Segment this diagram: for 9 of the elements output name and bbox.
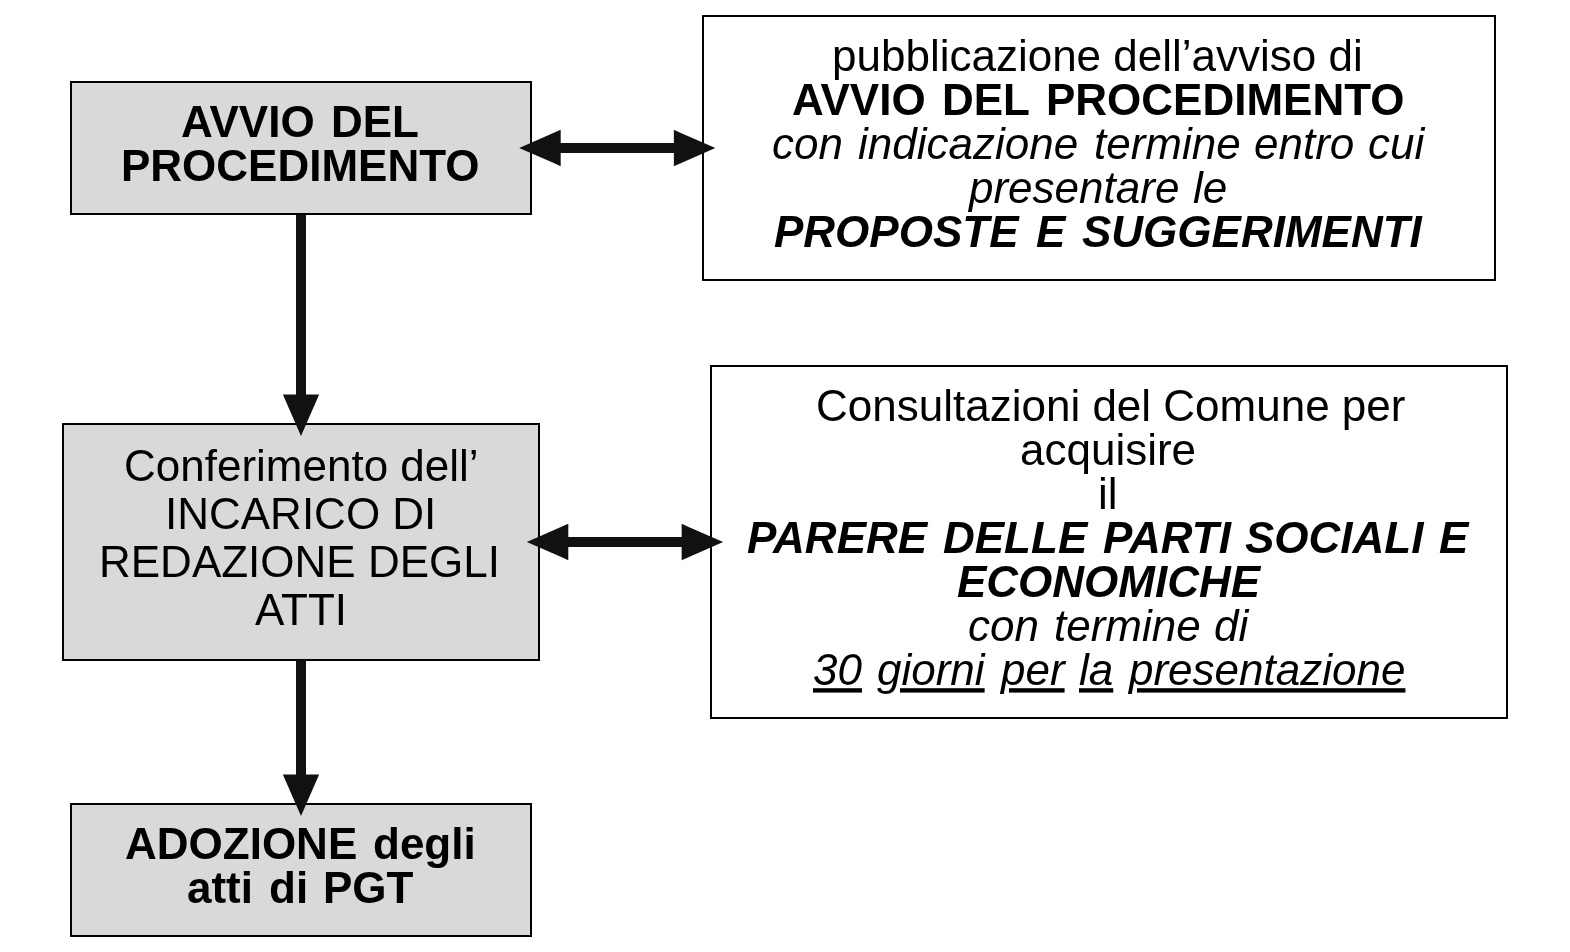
arrow <box>282 660 320 817</box>
node-box: Consultazioni del Comune per acquisire il PARERE DELLE PARTI SOCIALI E ECONOMICHE con termine di 30 giorni per la presentazione <box>710 365 1508 719</box>
arrow <box>282 214 320 436</box>
node-box: AVVIO DEL PROCEDIMENTO <box>70 81 532 215</box>
arrow <box>519 129 716 167</box>
node-box: Conferimento dell’ INCARICO DI REDAZIONE DEGLI ATTI <box>62 423 540 661</box>
arrow <box>526 523 724 561</box>
node-box: pubblicazione dell’avviso di AVVIO DEL PROCEDIMENTO con indicazione termine entro cui presentare le PROPOSTE E SUGGERIMENTI <box>702 15 1496 281</box>
node-box: ADOZIONE degli atti di PGT <box>70 803 532 937</box>
